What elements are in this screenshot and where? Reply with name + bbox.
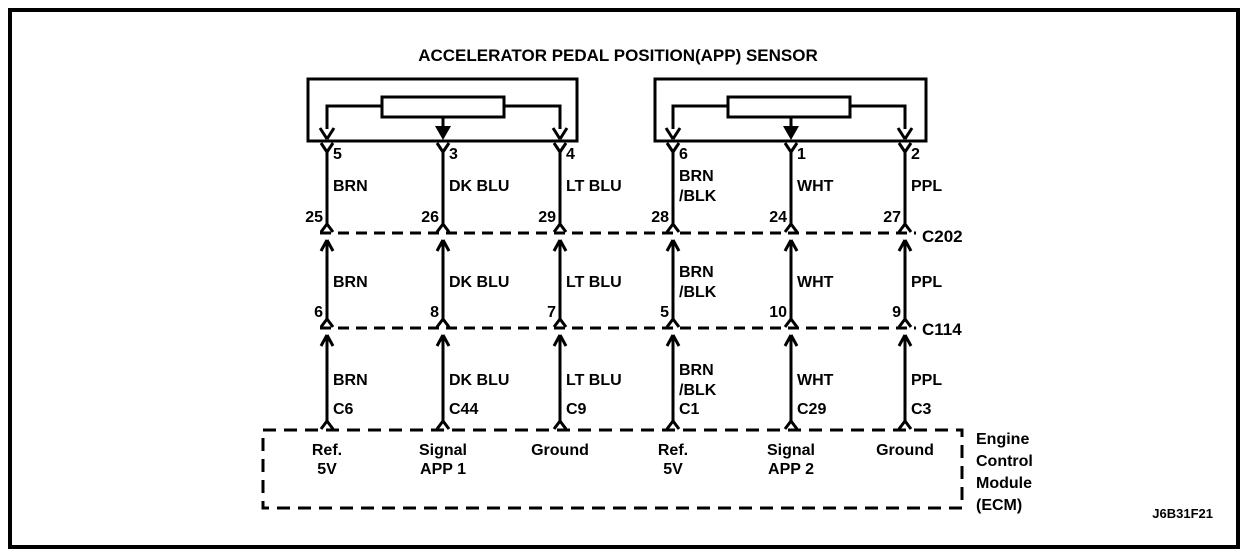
- c114-pin-5: 10: [769, 304, 787, 321]
- ecm-box: [261, 428, 964, 510]
- sensor1-leads: [318, 104, 569, 140]
- wire1-color-seg1: BRN: [333, 178, 368, 195]
- connector-c114-label: C114: [922, 320, 962, 339]
- ecm-terminal-2: C44: [449, 401, 479, 418]
- ecm-name-label: Engine Control Module (ECM): [976, 431, 1033, 514]
- ecm-terminal-4: C1: [679, 401, 700, 418]
- wire4-color-seg1: BRN/BLK: [679, 168, 717, 205]
- wire-brn-column: [319, 142, 335, 430]
- sensor2-pin-a: 6: [679, 146, 688, 163]
- wire5-color-seg1: WHT: [797, 178, 834, 195]
- app-sensor2-box: [653, 77, 928, 143]
- sensor1-wiper-arrow: [435, 126, 451, 140]
- sensor1-pin-a: 5: [333, 146, 342, 163]
- wire1-color-seg3: BRN: [333, 372, 368, 389]
- sensor1-pin-c: 4: [566, 146, 575, 163]
- c114-pin-2: 8: [430, 304, 439, 321]
- wire2-color-seg1: DK BLU: [449, 178, 510, 195]
- sensor2-pin-b: 1: [797, 146, 806, 163]
- c202-pin-3: 29: [538, 209, 556, 226]
- ecm-func-ground-2: Ground: [876, 442, 934, 459]
- wire6-color-seg1: PPL: [911, 178, 943, 195]
- wire-ppl-column: [897, 142, 913, 430]
- wire-brnblk-column: [665, 142, 681, 430]
- wire-wht-column: [783, 142, 799, 430]
- sensor2-pin-c: 2: [911, 146, 920, 163]
- wire6-color-seg3: PPL: [911, 372, 943, 389]
- app-sensor1-box: [306, 77, 579, 143]
- wire6-color-seg2: PPL: [911, 274, 943, 291]
- wire1-color-seg2: BRN: [333, 274, 368, 291]
- ecm-func-ref5v-1: Ref.5V: [311, 442, 343, 478]
- c202-pin-6: 27: [883, 209, 901, 226]
- c114-pin-4: 5: [660, 304, 669, 321]
- wire2-color-seg2: DK BLU: [449, 274, 510, 291]
- c114-pin-3: 7: [547, 304, 556, 321]
- ecm-func-ref5v-2: Ref.5V: [657, 442, 689, 478]
- ecm-func-ground-1: Ground: [531, 442, 589, 459]
- c114-pin-6: 9: [892, 304, 901, 321]
- wire5-color-seg3: WHT: [797, 372, 834, 389]
- c202-pin-1: 25: [305, 209, 323, 226]
- sensor2-resistor: [726, 95, 852, 119]
- sensor1-pin-b: 3: [449, 146, 458, 163]
- sensor2-leads: [664, 104, 914, 140]
- diagram-title: ACCELERATOR PEDAL POSITION(APP) SENSOR: [418, 46, 818, 65]
- page-border: [8, 8, 1240, 549]
- sensor2-wiper-arrow: [783, 126, 799, 140]
- sensor1-resistor: [380, 95, 506, 119]
- c202-pin-4: 28: [651, 209, 669, 226]
- wire4-color-seg2: BRN/BLK: [679, 264, 717, 301]
- c202-pin-2: 26: [421, 209, 439, 226]
- wire3-color-seg1: LT BLU: [566, 178, 622, 195]
- ecm-terminal-6: C3: [911, 401, 932, 418]
- wire-ltblu-column: [552, 142, 568, 430]
- ecm-terminal-1: C6: [333, 401, 354, 418]
- wire2-color-seg3: DK BLU: [449, 372, 510, 389]
- c114-pin-1: 6: [314, 304, 323, 321]
- wire3-color-seg2: LT BLU: [566, 274, 622, 291]
- figure-code: J6B31F21: [1152, 506, 1213, 521]
- wire4-color-seg3: BRN/BLK: [679, 362, 717, 399]
- wire-dkblu-column: [435, 142, 451, 430]
- wire3-color-seg3: LT BLU: [566, 372, 622, 389]
- connector-c202-label: C202: [922, 227, 963, 246]
- ecm-terminal-5: C29: [797, 401, 827, 418]
- ecm-terminal-3: C9: [566, 401, 587, 418]
- wire5-color-seg2: WHT: [797, 274, 834, 291]
- c202-pin-5: 24: [769, 209, 787, 226]
